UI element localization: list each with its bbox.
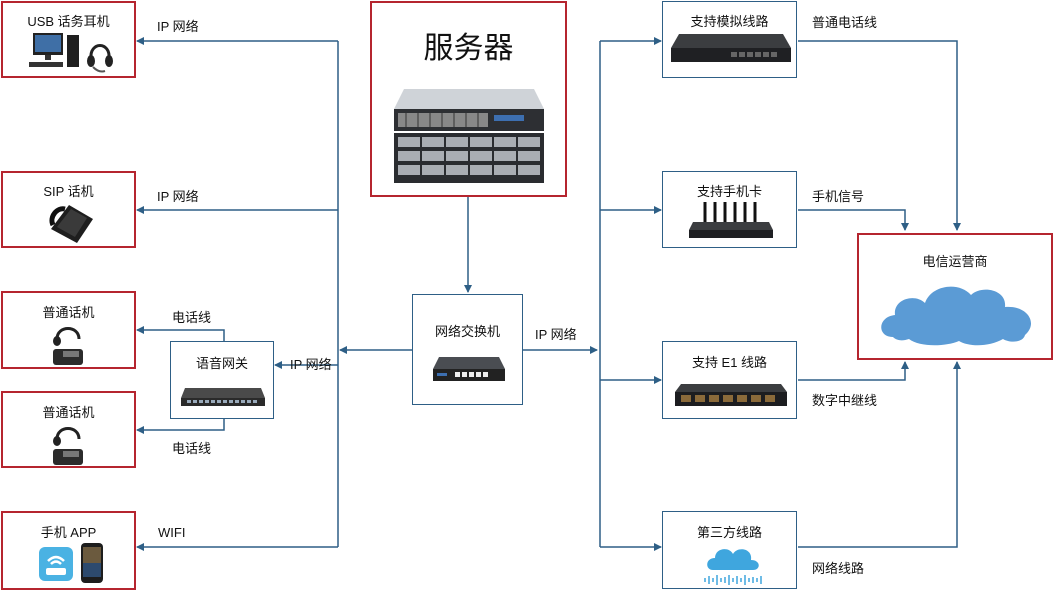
- phone-1-label: 普通话机: [42, 305, 95, 320]
- switch-device-icon: [433, 357, 505, 381]
- edge-mobile-signal: [798, 209, 909, 231]
- cloud-icon: [881, 286, 1032, 346]
- edge-pstn: [798, 40, 961, 231]
- network-switch-node: 网络交换机: [412, 294, 523, 405]
- carrier-label: 电信运营商: [922, 254, 988, 269]
- edge-label-tel-1: 电话线: [172, 310, 212, 325]
- headset-phone-icon: [53, 427, 83, 465]
- edge-label-tel-2: 电话线: [172, 441, 212, 456]
- usb-headset-node: USB 话务耳机: [1, 1, 136, 78]
- edge-label-digital-trunk: 数字中继线: [812, 393, 878, 408]
- mobile-app-node: 手机 APP: [1, 511, 136, 590]
- server-label: 服务器: [423, 32, 514, 65]
- server-rack-icon: [394, 89, 544, 183]
- edge-label-mobile-signal: 手机信号: [812, 189, 865, 204]
- voice-gateway-label: 语音网关: [195, 356, 248, 371]
- sim-card-label: 支持手机卡: [696, 184, 762, 199]
- phone-2-node: 普通话机: [1, 391, 136, 468]
- gsm-gateway-icon: [689, 202, 773, 238]
- edge-label-ip-switch: IP 网络: [535, 327, 577, 342]
- analog-gateway-icon: [671, 34, 791, 62]
- wifi-router-icon: [39, 547, 73, 581]
- server-node: 服务器: [370, 1, 567, 197]
- third-party-node: 第三方线路: [662, 511, 797, 589]
- edge-tel-1: [136, 326, 225, 341]
- sip-phone-node: SIP 话机: [1, 171, 136, 248]
- phone-1-node: 普通话机: [1, 291, 136, 369]
- analog-line-node: 支持模拟线路: [662, 1, 797, 78]
- edge-label-net-line: 网络线路: [812, 561, 865, 576]
- e1-line-label: 支持 E1 线路: [691, 355, 768, 370]
- smartphone-icon: [81, 543, 103, 583]
- edge-label-ip-sip: IP 网络: [157, 189, 199, 204]
- analog-line-label: 支持模拟线路: [690, 14, 769, 29]
- cloud-waveform-icon: [704, 549, 762, 585]
- gateway-device-icon: [181, 388, 265, 406]
- edge-net-line: [798, 361, 961, 548]
- headset-phone-icon: [53, 327, 83, 365]
- edge-digital-trunk: [798, 361, 909, 381]
- sip-phone-label: SIP 话机: [43, 184, 94, 199]
- usb-headset-label: USB 话务耳机: [27, 14, 110, 29]
- phone-2-label: 普通话机: [42, 405, 95, 420]
- sim-card-node: 支持手机卡: [662, 171, 797, 248]
- voice-gateway-node: 语音网关: [170, 341, 274, 419]
- edge-label-wifi: WIFI: [158, 525, 186, 540]
- edge-label-ip-gateway: IP 网络: [290, 357, 332, 372]
- edge-label-pstn: 普通电话线: [812, 15, 878, 30]
- desk-phone-icon: [49, 205, 93, 243]
- edge-tel-2: [136, 419, 225, 434]
- e1-gateway-icon: [675, 384, 787, 406]
- edge-label-ip-usb: IP 网络: [157, 19, 199, 34]
- network-switch-label: 网络交换机: [434, 324, 500, 339]
- computer-headset-icon: [29, 33, 113, 73]
- carrier-node: 电信运营商: [857, 233, 1053, 360]
- third-party-label: 第三方线路: [696, 525, 762, 540]
- e1-line-node: 支持 E1 线路: [662, 341, 797, 419]
- mobile-app-label: 手机 APP: [40, 525, 97, 540]
